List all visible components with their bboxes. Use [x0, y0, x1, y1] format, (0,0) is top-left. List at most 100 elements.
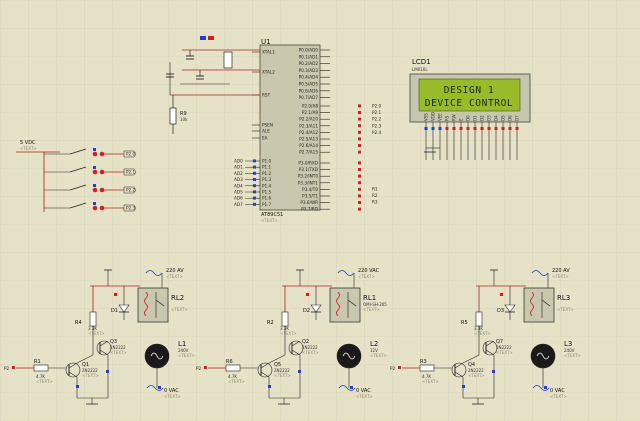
net-label-right-1: P2.1 — [372, 110, 382, 115]
base-resistor-ref: R3 — [420, 359, 427, 365]
switch-0[interactable]: P2.0 — [44, 148, 137, 158]
q-driver-text: <TEXT> — [274, 373, 291, 378]
relay-text: <TEXT> — [171, 307, 188, 312]
q-driver-ref: Q4 — [468, 362, 475, 368]
mcu-body[interactable] — [259, 44, 321, 211]
lcd-pin-d6: D6 — [508, 115, 513, 121]
mcu-pin-p3-5: P3.5/T1 — [302, 194, 318, 199]
mcu-pin-psen: PSEN — [262, 123, 273, 128]
q-switch-text: <TEXT> — [302, 350, 319, 355]
mcu-pin-ale: ALE — [262, 129, 270, 134]
net-label-ad2: AD2 — [234, 171, 243, 176]
resistor-text: <TEXT> — [474, 331, 491, 336]
lamp-ref: L3 — [564, 340, 572, 348]
base-resistor-text: <TEXT> — [36, 379, 53, 384]
switch-1[interactable]: P2.1 — [44, 166, 137, 176]
mcu-pin-rst: RST — [262, 93, 271, 98]
q-driver-value: 2N2222 — [274, 368, 290, 373]
mcu-pin-p3-3: P3.3/INT1 — [298, 180, 319, 185]
net-label-ad4: AD4 — [234, 183, 243, 188]
lcd-pin-d3: D3 — [487, 115, 492, 121]
switch-bank[interactable]: 5 VDC <TEXT> P2.0P2.1P2.2P2.3 — [16, 140, 137, 212]
lamp-text: <TEXT> — [370, 353, 387, 358]
switch-rows: P2.0P2.1P2.2P2.3 — [44, 148, 137, 212]
relay-value: OMI-SH-205 — [363, 302, 387, 307]
microcontroller[interactable]: U1 AT89C51 <TEXT> XTAL1XTAL2RSTPSENALEEA… — [252, 38, 361, 223]
base-resistor-text: <TEXT> — [228, 379, 245, 384]
switch-2[interactable]: P2.2 — [44, 184, 137, 194]
ac-top-text: <TEXT> — [552, 274, 569, 279]
q-switch-ref: Q3 — [110, 339, 117, 345]
mcu-pin-p0-7: P0.7/AD7 — [299, 95, 319, 100]
net-label-right-0: P2.0 — [372, 104, 382, 109]
mcu-pin-xtal1: XTAL1 — [262, 50, 275, 55]
lcd-pin-d7: D7 — [515, 115, 520, 121]
net-label-ad3: AD3 — [234, 177, 243, 182]
lamp-value: 12V — [370, 348, 378, 353]
crystal-circuit[interactable] — [166, 36, 260, 96]
mcu-pin-p1-7: P1.7 — [262, 202, 272, 207]
switch-net-0: P2.0 — [126, 152, 136, 157]
lcd-pin-d2: D2 — [480, 115, 485, 121]
q-driver-value: 2N2222 — [468, 368, 484, 373]
net-label-ad0: AD0 — [234, 159, 243, 164]
lcd-pin-d5: D5 — [501, 115, 506, 121]
lcd-part: LM016L — [412, 67, 428, 72]
mcu-pin-p1-6: P1.6 — [262, 196, 272, 201]
lcd-pin-d1: D1 — [473, 115, 478, 121]
input-net: P2 — [390, 366, 396, 371]
mcu-pin-p0-0: P0.0/AD0 — [299, 48, 319, 53]
q-switch-value: 2N2222 — [496, 345, 512, 350]
q-driver-ref: Q5 — [274, 362, 281, 368]
mcu-pin-p2-7: P2.7/A15 — [299, 150, 318, 155]
ac-bottom-text: <TEXT> — [164, 394, 181, 399]
diode-ref: D2 — [303, 308, 310, 314]
mcu-pin-p3-6: P3.6/WR — [300, 200, 318, 205]
q-driver-text: <TEXT> — [468, 373, 485, 378]
resistor-value: 3.3K — [474, 326, 483, 331]
relay-ref: RL1 — [363, 294, 376, 302]
reset-resistor[interactable]: R9 10k — [169, 95, 188, 134]
ac-bottom-label: 0 VAC — [164, 388, 179, 394]
mcu-pin-p3-1: P3.1/TXD — [299, 167, 318, 172]
q-driver-text: <TEXT> — [82, 373, 99, 378]
mcu-pin-p2-1: P2.1/A9 — [302, 110, 318, 115]
reset-resistor-value: 10k — [180, 117, 188, 122]
lcd-pin-vss: VSS — [424, 113, 429, 121]
ac-top-label: 220 VAC — [358, 268, 380, 274]
relay-ref: RL3 — [557, 294, 570, 302]
lcd-ref: LCD1 — [412, 58, 431, 66]
mcu-pin-p1-1: P1.1 — [262, 165, 272, 170]
net-label-ad5: AD5 — [234, 190, 243, 195]
relay-text: <TEXT> — [557, 307, 574, 312]
ac-top-label: 220 AV — [166, 268, 184, 274]
lamp-value: 240V — [178, 348, 189, 353]
mcu-pin-p0-3: P0.3/AD3 — [299, 68, 319, 73]
resistor-ref: R2 — [267, 320, 274, 326]
mcu-pin-p0-6: P0.6/AD6 — [299, 88, 319, 93]
lcd-pin-vdd: VDD — [431, 112, 436, 121]
lamp-text: <TEXT> — [564, 353, 581, 358]
lcd-pin-vee: VEE — [438, 113, 443, 121]
relay-ref: RL2 — [171, 294, 184, 302]
switch-supply-text: <TEXT> — [20, 146, 37, 151]
mcu-pin-ea: EA — [262, 136, 268, 141]
lcd-line-2: DEVICE CONTROL — [425, 98, 513, 109]
crystal[interactable] — [223, 51, 233, 69]
switch-net-1: P2.1 — [126, 170, 136, 175]
mcu-pin-p3-2: P3.2/INT0 — [298, 174, 319, 179]
lcd-screen — [418, 78, 521, 112]
mcu-pin-p0-5: P0.5/AD5 — [299, 82, 319, 87]
ac-bottom-text: <TEXT> — [550, 394, 567, 399]
mcu-part: AT89C51 — [261, 212, 283, 218]
input-net: P2 — [4, 366, 10, 371]
switch-3[interactable]: P2.3 — [44, 202, 137, 212]
